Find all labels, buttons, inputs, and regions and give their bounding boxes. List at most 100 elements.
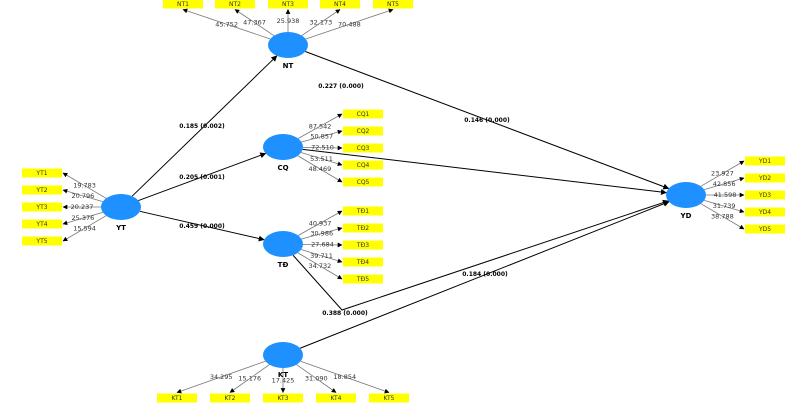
indicator-tđ2[interactable]: TĐ2 xyxy=(343,223,383,233)
indicator-label: CQ1 xyxy=(357,111,370,118)
loading-value: 20.796 xyxy=(72,192,95,200)
indicator-label: CQ5 xyxy=(357,179,370,186)
loading-arrow xyxy=(704,199,745,214)
indicator-cq2[interactable]: CQ2 xyxy=(343,126,383,136)
indicator-cq5[interactable]: CQ5 xyxy=(343,177,383,187)
indicator-tđ4[interactable]: TĐ4 xyxy=(343,257,383,267)
loading-value: 15.594 xyxy=(73,224,96,232)
loading-arrow xyxy=(62,172,107,199)
loading-arrow xyxy=(300,249,343,264)
indicator-label: YT3 xyxy=(35,204,47,211)
indicator-tđ5[interactable]: TĐ5 xyxy=(343,274,383,284)
loading-value: 47.367 xyxy=(243,19,266,27)
loading-arrow xyxy=(62,211,103,226)
loading-arrow xyxy=(229,364,270,393)
indicator-box xyxy=(163,0,203,9)
loading-arrow xyxy=(700,203,745,230)
indicator-box xyxy=(263,393,303,403)
indicator-box xyxy=(22,202,62,212)
indicator-box xyxy=(215,0,255,9)
loading-arrow xyxy=(297,113,343,139)
indicator-box xyxy=(745,173,785,183)
path-coefficient-label: 0.205 (0.001) xyxy=(179,174,225,181)
indicator-yd4[interactable]: YD4 xyxy=(745,207,785,217)
path-arrow-nt-yd xyxy=(305,51,670,190)
loading-arrow xyxy=(704,176,745,191)
indicator-kt1[interactable]: KT1 xyxy=(157,393,197,403)
construct-ellipse xyxy=(263,134,303,160)
indicator-box xyxy=(343,126,383,136)
indicator-label: YD1 xyxy=(758,158,771,165)
path-coefficient-label: 0.227 (0.000) xyxy=(318,83,364,90)
indicator-nt1[interactable]: NT1 xyxy=(163,0,203,9)
indicator-cq1[interactable]: CQ1 xyxy=(343,109,383,119)
indicator-label: TĐ4 xyxy=(356,259,369,266)
construct-cq[interactable]: CQ xyxy=(263,134,303,172)
indicator-label: KT2 xyxy=(225,395,236,402)
indicator-cq3[interactable]: CQ3 xyxy=(343,143,383,153)
indicator-nt2[interactable]: NT2 xyxy=(215,0,255,9)
indicator-yt5[interactable]: YT5 xyxy=(22,236,62,246)
indicator-nt5[interactable]: NT5 xyxy=(373,0,413,9)
indicator-nt3[interactable]: NT3 xyxy=(268,0,308,9)
path-coefficient-label: 0.185 (0.002) xyxy=(179,123,225,130)
construct-ellipse xyxy=(666,182,706,208)
indicator-box xyxy=(745,207,785,217)
loading-value: 45.752 xyxy=(215,20,238,28)
construct-kt[interactable]: KT xyxy=(263,342,303,379)
indicator-kt2[interactable]: KT2 xyxy=(210,393,250,403)
path-coefficient-label: 0.459 (0.000) xyxy=(179,223,225,230)
loading-arrow xyxy=(62,215,107,242)
loading-value: 25.938 xyxy=(277,17,300,25)
path-coefficient-label: 0.388 (0.000) xyxy=(322,310,368,317)
indicator-label: YD4 xyxy=(758,209,771,216)
loading-value: 39.711 xyxy=(310,252,333,260)
indicator-yt3[interactable]: YT3 xyxy=(22,202,62,212)
loading-value: 72.510 xyxy=(311,144,334,152)
indicator-label: YD5 xyxy=(758,226,771,233)
loading-arrow xyxy=(297,252,343,280)
indicator-tđ3[interactable]: TĐ3 xyxy=(343,240,383,250)
indicator-cq4[interactable]: CQ4 xyxy=(343,160,383,170)
path-arrow-cq-yd xyxy=(302,148,667,195)
indicator-box xyxy=(745,156,785,166)
loading-value: 25.376 xyxy=(72,214,95,222)
indicator-box xyxy=(369,393,409,403)
construct-yd[interactable]: YD xyxy=(666,182,706,220)
indicator-yd1[interactable]: YD1 xyxy=(745,156,785,166)
indicator-label: TĐ1 xyxy=(356,208,369,215)
indicator-box xyxy=(745,224,785,234)
indicator-yd3[interactable]: YD3 xyxy=(745,190,785,200)
indicator-yd5[interactable]: YD5 xyxy=(745,224,785,234)
indicator-yt2[interactable]: YT2 xyxy=(22,185,62,195)
loading-value: 70.488 xyxy=(338,20,361,28)
indicator-kt4[interactable]: KT4 xyxy=(316,393,356,403)
loading-arrow xyxy=(301,129,343,143)
loading-value: 27.684 xyxy=(311,241,334,249)
indicator-tđ1[interactable]: TĐ1 xyxy=(343,206,383,216)
construct-label: CQ xyxy=(277,164,288,172)
loading-value: 15.176 xyxy=(238,375,261,383)
indicator-box xyxy=(745,190,785,200)
indicator-box xyxy=(343,206,383,216)
indicator-yt4[interactable]: YT4 xyxy=(22,219,62,229)
loading-value: 42.856 xyxy=(713,180,736,188)
indicator-label: NT3 xyxy=(282,1,294,8)
construct-yt[interactable]: YT xyxy=(101,194,141,232)
loading-value: 17.425 xyxy=(272,376,295,384)
construct-label: YT xyxy=(115,224,126,232)
indicator-label: KT5 xyxy=(384,395,395,402)
indicator-label: TĐ2 xyxy=(356,225,369,232)
indicator-yt1[interactable]: YT1 xyxy=(22,168,62,178)
construct-ellipse xyxy=(263,342,303,368)
construct-td[interactable]: TĐ xyxy=(263,231,303,269)
construct-label: NT xyxy=(283,62,294,70)
indicator-yd2[interactable]: YD2 xyxy=(745,173,785,183)
indicator-label: KT4 xyxy=(331,395,342,402)
indicator-kt5[interactable]: KT5 xyxy=(369,393,409,403)
indicator-kt3[interactable]: KT3 xyxy=(263,393,303,403)
indicator-label: YT2 xyxy=(35,187,47,194)
indicator-label: YD2 xyxy=(758,175,771,182)
indicator-nt4[interactable]: NT4 xyxy=(320,0,360,9)
construct-nt[interactable]: NT xyxy=(268,32,308,70)
